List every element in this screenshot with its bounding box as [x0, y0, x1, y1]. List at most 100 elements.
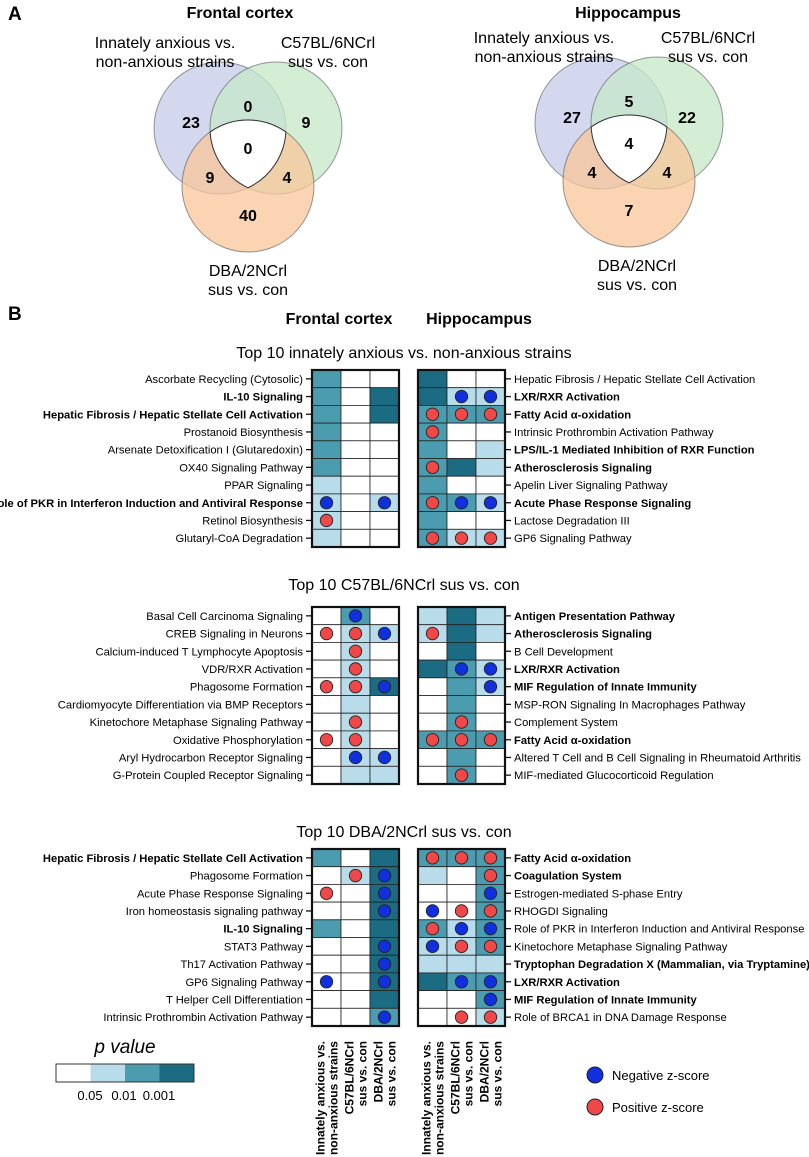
heatmap-cell: [475, 369, 506, 389]
row-label: LXR/RXR Activation: [514, 664, 620, 676]
heatmap-cell: [340, 369, 371, 389]
positive-z-dot: [483, 904, 498, 918]
heatmap-block-title: Top 10 DBA/2NCrl sus vs. con: [296, 824, 511, 841]
heatmap-cell: [311, 990, 342, 1009]
venn-hippocampus-count-abc: 4: [625, 136, 634, 153]
heatmap-cell: [417, 677, 448, 696]
heatmap-cell: [311, 954, 342, 974]
venn-hippocampus-label-a-2: non-anxious strains: [475, 49, 614, 66]
heatmap-cell: [417, 387, 448, 406]
row-label: Fatty Acid α-oxidation: [514, 735, 631, 747]
negative-z-dot: [377, 868, 392, 883]
heatmap-cell: [340, 528, 371, 548]
heatmap-cell: [311, 659, 342, 679]
heatmap-cell: [475, 422, 506, 442]
heatmap-cell: [475, 440, 506, 459]
heatmap-cell: [311, 1007, 342, 1027]
row-label: IL-10 Signaling: [223, 924, 303, 936]
positive-z-dot: [586, 1098, 604, 1116]
heatmap-cell: [369, 369, 400, 389]
venn-hippocampus-label-b-1: C57BL/6NCrl: [661, 30, 755, 47]
p-value-swatches: [55, 1063, 195, 1083]
heatmap-cell: [311, 848, 342, 868]
row-label: Glutaryl-CoA Degradation: [176, 533, 303, 545]
heatmap-header-hippocampus: Hippocampus: [426, 311, 532, 328]
heatmap-cell: [417, 659, 448, 679]
row-label: Cardiomyocyte Differentiation via BMP Re…: [58, 699, 304, 711]
positive-z-label: Positive z-score: [612, 1100, 704, 1115]
heatmap-cell: [417, 990, 448, 1009]
row-label: Arsenate Detoxification I (Glutaredoxin): [108, 445, 304, 457]
row-label: GP6 Signaling Pathway: [514, 533, 632, 545]
negative-z-dot: [454, 496, 469, 510]
row-label: Altered T Cell and B Cell Signaling in R…: [514, 752, 801, 764]
venn-hippocampus-count-ac: 4: [588, 165, 597, 182]
heatmap-cell: [446, 440, 477, 459]
heatmap-cell: [311, 712, 342, 732]
negative-z-dot: [377, 1010, 392, 1024]
positive-z-dot: [425, 496, 440, 510]
heatmap-cell: [311, 695, 342, 714]
heatmap-cell: [311, 387, 342, 406]
row-label: Ascorbate Recycling (Cytosolic): [145, 374, 303, 386]
row-label: Role of PKR in Interferon Induction and …: [0, 498, 303, 510]
heatmap-cell: [417, 884, 448, 903]
row-label: Estrogen-mediated S-phase Entry: [514, 888, 683, 900]
venn-cortex-count-c: 40: [239, 208, 257, 225]
panel-label-b: B: [8, 304, 22, 325]
heatmap-cell: [475, 765, 506, 785]
venn-hippocampus-label-c-1: DBA/2NCrl: [598, 258, 676, 275]
heatmap-cell: [340, 937, 371, 956]
positive-z-dot: [454, 1010, 469, 1024]
venn-cortex-label-b-2: sus vs. con: [288, 54, 368, 71]
heatmap-cell: [311, 765, 342, 785]
heatmap-cell: [417, 765, 448, 785]
heatmap-cell: [417, 972, 448, 992]
row-label: Fatty Acid α-oxidation: [514, 853, 631, 865]
heatmap-cell: [340, 440, 371, 459]
row-label: Retinol Biosynthesis: [202, 515, 303, 527]
negative-z-dot: [483, 389, 498, 404]
venn-hippocampus-count-bc: 4: [663, 165, 672, 182]
heatmap-cell: [446, 642, 477, 661]
column-label-line: C57BL/6NCrl: [449, 1041, 463, 1114]
venn-cortex-count-abc: 0: [244, 141, 253, 158]
negative-z-label: Negative z-score: [612, 1068, 710, 1083]
heatmap-cell: [446, 866, 477, 885]
heatmap-cell: [446, 884, 477, 903]
negative-z-dot: [483, 662, 498, 676]
heatmap-cell: [417, 642, 448, 661]
positive-z-dot: [483, 407, 498, 421]
row-label: Fatty Acid α-oxidation: [514, 409, 631, 421]
negative-z-dot: [454, 922, 469, 936]
venn-hippocampus-label-a-1: Innately anxious vs.: [474, 30, 615, 47]
heatmap-cell: [417, 748, 448, 767]
row-label: Intrinsic Prothrombin Activation Pathway: [103, 1012, 303, 1024]
p-value-tick-0001: 0.001: [143, 1088, 176, 1103]
heatmap-header-cortex: Frontal cortex: [286, 311, 393, 328]
heatmap-frame: [310, 605, 401, 786]
row-label: Hepatic Fibrosis / Hepatic Stellate Cell…: [43, 409, 303, 421]
negative-z-dot: [483, 922, 498, 936]
negative-z-dot: [483, 886, 498, 900]
positive-z-dot: [348, 644, 363, 658]
heatmap-cell: [340, 919, 371, 938]
venn-hippocampus-title: Hippocampus: [575, 5, 681, 22]
venn-cortex-count-ac: 9: [206, 170, 215, 187]
column-label-line: non-anxious strains: [327, 1041, 341, 1155]
row-label: MIF Regulation of Innate Immunity: [514, 994, 698, 1006]
row-label: MSP-RON Signaling In Macrophages Pathway: [514, 699, 746, 711]
heatmap-cell: [475, 624, 506, 643]
heatmap-cell: [311, 606, 342, 626]
positive-z-dot: [348, 680, 363, 694]
p-value-swatch: [90, 1064, 125, 1082]
positive-z-dot: [425, 733, 440, 747]
heatmap-cell: [340, 475, 371, 495]
heatmap-cell: [417, 475, 448, 495]
heatmap-cell: [369, 695, 400, 714]
heatmap-cell: [417, 440, 448, 459]
heatmap-cell: [369, 919, 400, 938]
heatmap-cell: [340, 848, 371, 868]
